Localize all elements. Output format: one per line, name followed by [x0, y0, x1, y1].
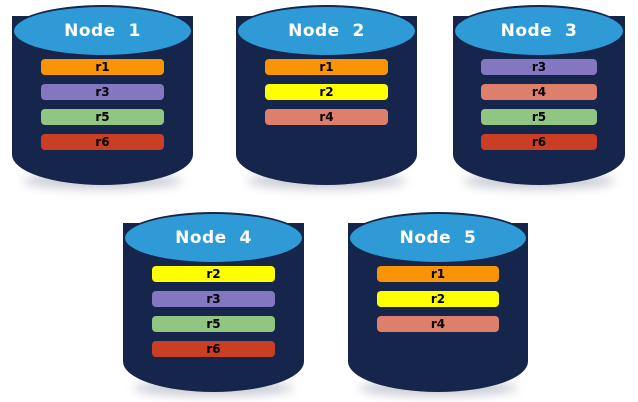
- replica-bar-r6[interactable]: r6: [480, 134, 598, 150]
- replica-label: r2: [430, 292, 446, 306]
- replica-label: r1: [430, 267, 446, 281]
- cylinder-top-disc: Node 2: [236, 5, 417, 57]
- database-node-2[interactable]: Node 2 r1 r2 r4: [236, 5, 417, 189]
- replica-bar-r3[interactable]: r3: [480, 59, 598, 75]
- replica-bar-r6[interactable]: r6: [40, 134, 165, 150]
- replica-label: r6: [531, 135, 547, 149]
- replica-bar-r5[interactable]: r5: [480, 109, 598, 125]
- node-title: Node 2: [288, 20, 365, 41]
- replica-label: r1: [319, 60, 334, 74]
- replica-bar-r4[interactable]: r4: [480, 84, 598, 100]
- replica-label: r4: [430, 317, 446, 331]
- replica-label: r4: [319, 110, 334, 124]
- replica-bar-r4[interactable]: r4: [264, 109, 389, 125]
- replica-bar-r1[interactable]: r1: [264, 59, 389, 75]
- database-node-3[interactable]: Node 3 r3 r4 r5 r6: [453, 5, 625, 189]
- replica-label: r5: [531, 110, 547, 124]
- replica-bar-r4[interactable]: r4: [376, 316, 500, 332]
- replica-label: r3: [95, 85, 110, 99]
- replica-list: r2 r3 r5 r6: [151, 266, 276, 357]
- node-title: Node 5: [399, 227, 477, 248]
- replica-label: r3: [531, 60, 547, 74]
- database-node-1[interactable]: Node 1 r1 r3 r5 r6: [12, 5, 193, 189]
- replica-bar-r3[interactable]: r3: [151, 291, 276, 307]
- database-node-5[interactable]: Node 5 r1 r2 r4: [348, 212, 528, 396]
- node-title: Node 1: [64, 20, 141, 41]
- replica-list: r1 r2 r4: [376, 266, 500, 332]
- replica-bar-r6[interactable]: r6: [151, 341, 276, 357]
- replica-bar-r1[interactable]: r1: [376, 266, 500, 282]
- replica-bar-r3[interactable]: r3: [40, 84, 165, 100]
- replica-bar-r2[interactable]: r2: [376, 291, 500, 307]
- replica-label: r5: [95, 110, 110, 124]
- replica-bar-r5[interactable]: r5: [151, 316, 276, 332]
- cylinder-top-disc: Node 1: [12, 5, 193, 57]
- replica-list: r1 r3 r5 r6: [40, 59, 165, 150]
- replica-bar-r2[interactable]: r2: [264, 84, 389, 100]
- replica-bar-r2[interactable]: r2: [151, 266, 276, 282]
- replica-list: r3 r4 r5 r6: [480, 59, 598, 150]
- replica-list: r1 r2 r4: [264, 59, 389, 125]
- cylinder-top-disc: Node 3: [453, 5, 625, 57]
- node-title: Node 3: [500, 20, 578, 41]
- replica-label: r6: [206, 342, 221, 356]
- replica-label: r2: [319, 85, 334, 99]
- database-node-4[interactable]: Node 4 r2 r3 r5 r6: [123, 212, 304, 396]
- cylinder-top-disc: Node 4: [123, 212, 304, 264]
- replica-bar-r5[interactable]: r5: [40, 109, 165, 125]
- node-title: Node 4: [175, 227, 252, 248]
- replica-label: r2: [206, 267, 221, 281]
- replica-label: r6: [95, 135, 110, 149]
- cylinder-top-disc: Node 5: [348, 212, 528, 264]
- replica-bar-r1[interactable]: r1: [40, 59, 165, 75]
- replica-label: r4: [531, 85, 547, 99]
- replica-label: r3: [206, 292, 221, 306]
- replica-label: r5: [206, 317, 221, 331]
- replica-label: r1: [95, 60, 110, 74]
